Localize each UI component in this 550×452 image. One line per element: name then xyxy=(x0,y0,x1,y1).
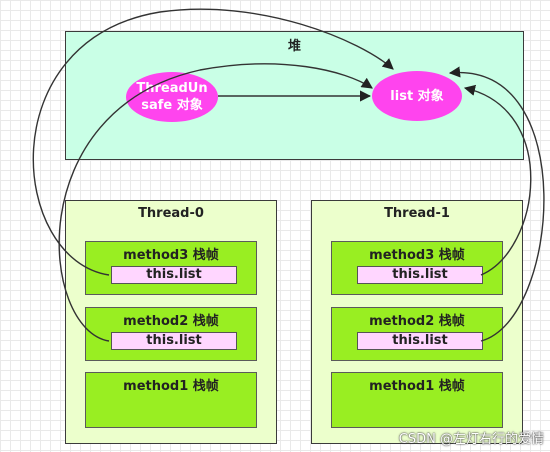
frame-label: method1 栈帧 xyxy=(369,379,465,394)
thread-1-label: Thread-1 xyxy=(384,206,450,221)
thread-0-method2-frame: method2 栈帧 this.list xyxy=(85,307,257,361)
heap-label: 堆 xyxy=(287,39,301,54)
thread-0-label: Thread-0 xyxy=(138,206,204,221)
thread-1: Thread-1 method3 栈帧 this.list method2 栈帧… xyxy=(311,200,523,444)
thread-1-method3-frame: method3 栈帧 this.list xyxy=(331,241,503,295)
thread-0-method3-frame: method3 栈帧 this.list xyxy=(85,241,257,295)
thread-unsafe-object-label-line1: ThreadUn xyxy=(136,81,208,96)
this-list-field: this.list xyxy=(357,266,483,284)
this-list-field: this.list xyxy=(111,266,237,284)
thread-unsafe-object: ThreadUn safe 对象 xyxy=(126,72,218,122)
list-object: list 对象 xyxy=(372,71,462,121)
thread-0-method1-frame: method1 栈帧 xyxy=(85,372,257,428)
csdn-watermark: CSDN @左灯右行的爱情 xyxy=(398,432,544,447)
thread-1-method1-frame: method1 栈帧 xyxy=(331,372,503,428)
this-list-field: this.list xyxy=(357,332,483,350)
frame-label: method3 栈帧 xyxy=(369,248,465,263)
frame-label: method1 栈帧 xyxy=(123,379,219,394)
this-list-field: this.list xyxy=(111,332,237,350)
frame-label: method2 栈帧 xyxy=(123,314,219,329)
list-object-label: list 对象 xyxy=(390,88,444,104)
thread-unsafe-object-label-line2: safe 对象 xyxy=(141,98,203,113)
thread-0: Thread-0 method3 栈帧 this.list method2 栈帧… xyxy=(65,200,277,444)
thread-1-method2-frame: method2 栈帧 this.list xyxy=(331,307,503,361)
frame-label: method2 栈帧 xyxy=(369,314,465,329)
frame-label: method3 栈帧 xyxy=(123,248,219,263)
